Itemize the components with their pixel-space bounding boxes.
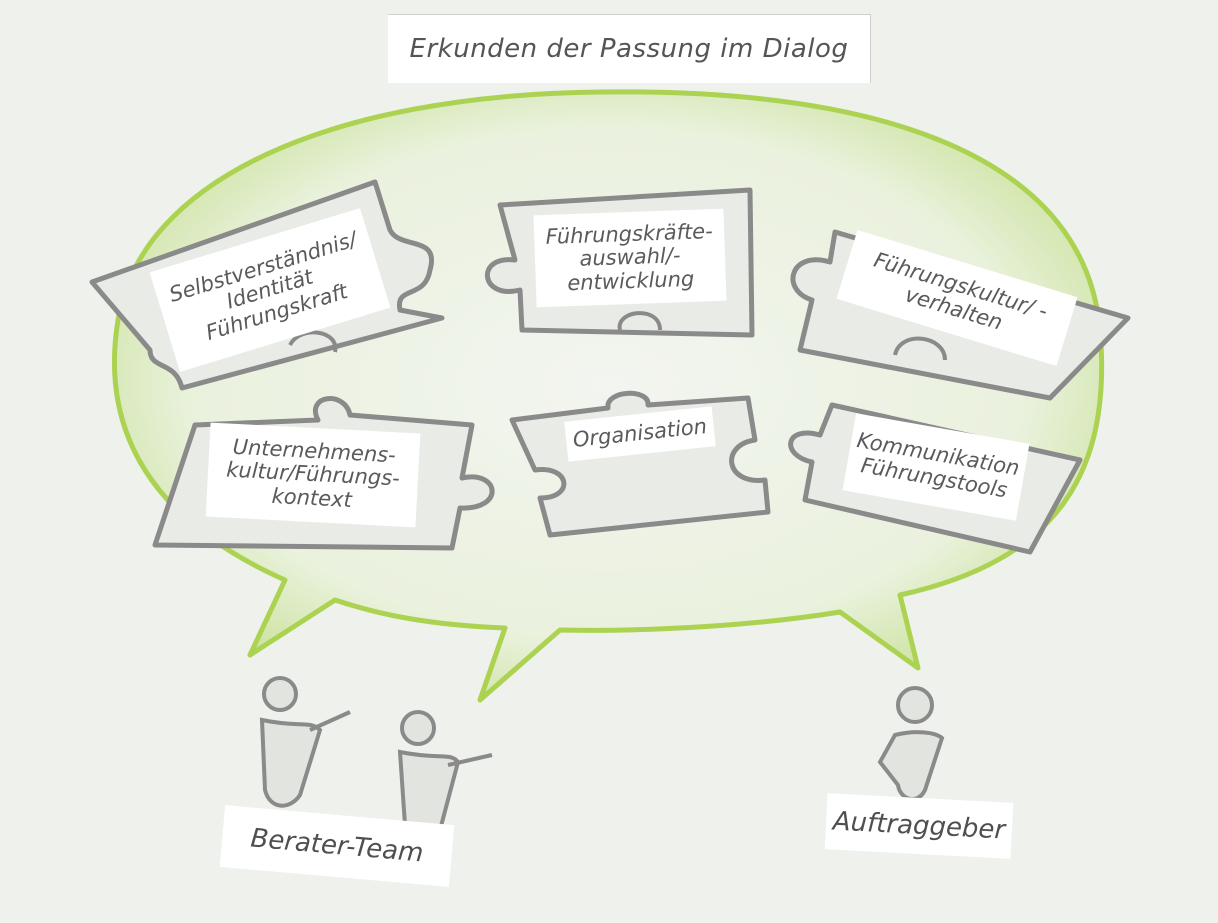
person-icon [877, 686, 945, 801]
page-title: Erkunden der Passung im Dialog [388, 14, 871, 83]
label-line: Organisation [571, 414, 709, 453]
speech-bubble-icon [112, 89, 1105, 703]
person-icon [259, 676, 351, 808]
puzzle-label-2: Führungskräfte- auswahl/- entwicklung [533, 208, 727, 308]
label-line: entwicklung [566, 266, 695, 295]
role-label-client: Auftraggeber [824, 793, 1014, 859]
puzzle-label-4: Unternehmens- kultur/Führungs- kontext [205, 422, 421, 528]
